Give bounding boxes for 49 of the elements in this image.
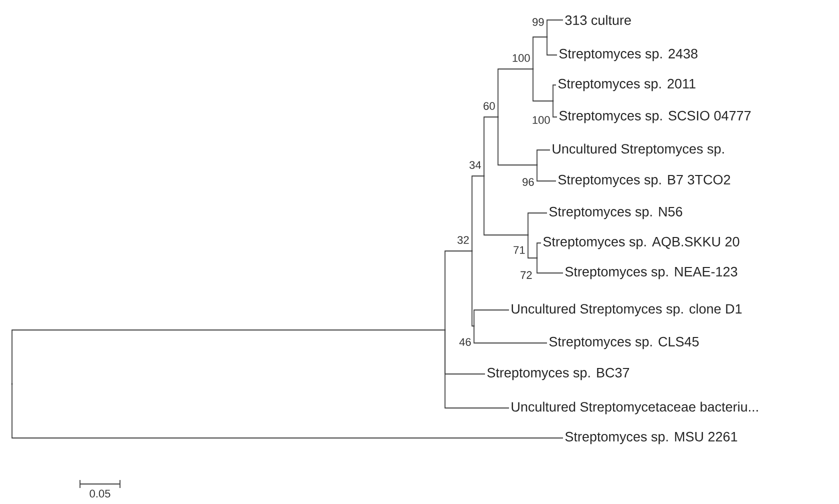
taxon-label: Streptomyces sp. AQB.SKKU 20 <box>543 236 740 250</box>
tree-branch <box>532 68 554 102</box>
bootstrap-value: 32 <box>458 236 469 244</box>
bootstrap-value: 99 <box>532 18 544 26</box>
taxon-label: 313 culture <box>565 15 631 25</box>
taxon-label: Uncultured Streptomycetaceae bacteriu... <box>512 402 758 414</box>
tree-branch <box>474 326 548 344</box>
bootstrap-value: 100 <box>512 54 530 62</box>
taxon-label: Streptomyces sp. CLS45 <box>549 336 699 350</box>
bootstrap-value: 60 <box>484 102 495 110</box>
tree-branch <box>12 384 564 438</box>
taxon-label: Streptomyces sp. MSU 2261 <box>565 432 738 444</box>
tree-branch <box>472 250 474 326</box>
bootstrap-value: 34 <box>470 161 481 169</box>
tree-branch <box>472 176 484 252</box>
tree-branch <box>528 234 538 258</box>
tree-branch <box>552 84 556 102</box>
tree-branch <box>546 36 558 56</box>
tree-branch <box>12 330 446 384</box>
tree-branch <box>444 250 472 330</box>
bootstrap-value: 71 <box>514 246 525 254</box>
taxon-label: Streptomyces sp. B7 3TCO2 <box>558 174 730 188</box>
tree-branch <box>536 164 556 182</box>
taxon-label: Streptomyces sp. 2438 <box>559 48 698 62</box>
bootstrap-value: 96 <box>522 178 534 186</box>
tree-branch <box>528 212 548 236</box>
tree-branch <box>498 116 538 166</box>
taxon-label: Streptomyces sp. SCSIO 04777 <box>559 110 751 124</box>
tree-branch <box>552 100 558 118</box>
taxon-label: Streptomyces sp. NEAE-123 <box>565 266 738 280</box>
tree-branch <box>444 330 510 408</box>
taxon-label: Streptomyces sp. N56 <box>549 206 682 220</box>
bootstrap-value: 72 <box>520 271 532 279</box>
taxon-label: Uncultured Streptomyces sp. <box>552 144 724 156</box>
tree-branch <box>474 310 510 326</box>
taxon-label: Uncultured Streptomyces sp. clone D1 <box>512 304 742 316</box>
tree-branch <box>484 116 498 176</box>
tree-branch <box>484 176 528 236</box>
scale-label: 0.05 <box>90 490 110 498</box>
tree-branch <box>536 258 564 274</box>
taxon-label: Streptomyces sp. BC37 <box>487 368 630 380</box>
tree-branch <box>532 36 548 70</box>
bootstrap-value: 46 <box>459 338 471 346</box>
tree-branch <box>498 68 534 118</box>
tree-branch <box>546 20 564 38</box>
tree-branch <box>536 150 550 166</box>
bootstrap-value: 100 <box>532 116 550 124</box>
tree-branch <box>536 242 542 258</box>
taxon-label: Streptomyces sp. 2011 <box>558 78 696 92</box>
